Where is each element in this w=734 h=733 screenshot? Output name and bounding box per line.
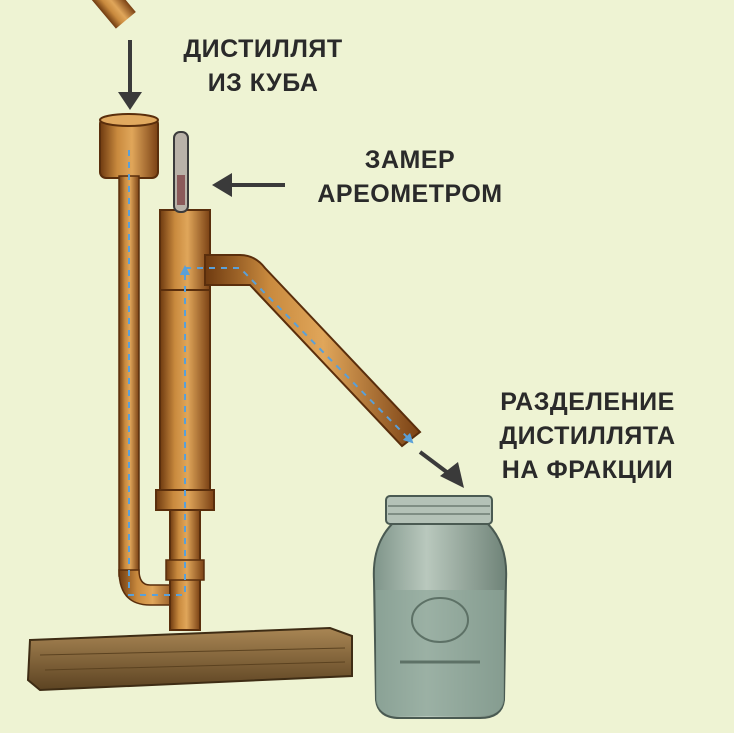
label-fraction-separation: РАЗДЕЛЕНИЕ ДИСТИЛЛЯТА НА ФРАКЦИИ	[480, 385, 695, 487]
arrow-jar	[418, 450, 464, 488]
arrow-source	[118, 40, 142, 110]
label-line: ДИСТИЛЛЯТ	[183, 35, 343, 63]
arrow-hydrometer	[212, 173, 285, 197]
inlet-funnel	[99, 113, 159, 179]
label-hydrometer-measurement: ЗАМЕР АРЕОМЕТРОМ	[300, 143, 520, 211]
label-line: ЗАМЕР	[364, 146, 456, 174]
label-line: ИЗ КУБА	[207, 69, 319, 97]
label-line: ДИСТИЛЛЯТА	[499, 422, 676, 450]
label-line: НА ФРАКЦИИ	[501, 456, 674, 484]
wooden-base	[26, 626, 353, 692]
flow-lines	[128, 150, 414, 596]
outlet-pipe	[204, 254, 422, 448]
inlet-pipe	[86, 0, 136, 29]
hydrometer	[173, 131, 189, 213]
collection-jar	[372, 495, 508, 719]
label-line: АРЕОМЕТРОМ	[317, 180, 503, 208]
downpipe	[118, 175, 181, 606]
hydrometer-column	[155, 209, 215, 631]
label-line: РАЗДЕЛЕНИЕ	[500, 388, 675, 416]
label-distillate-source: ДИСТИЛЛЯТ ИЗ КУБА	[168, 32, 358, 100]
